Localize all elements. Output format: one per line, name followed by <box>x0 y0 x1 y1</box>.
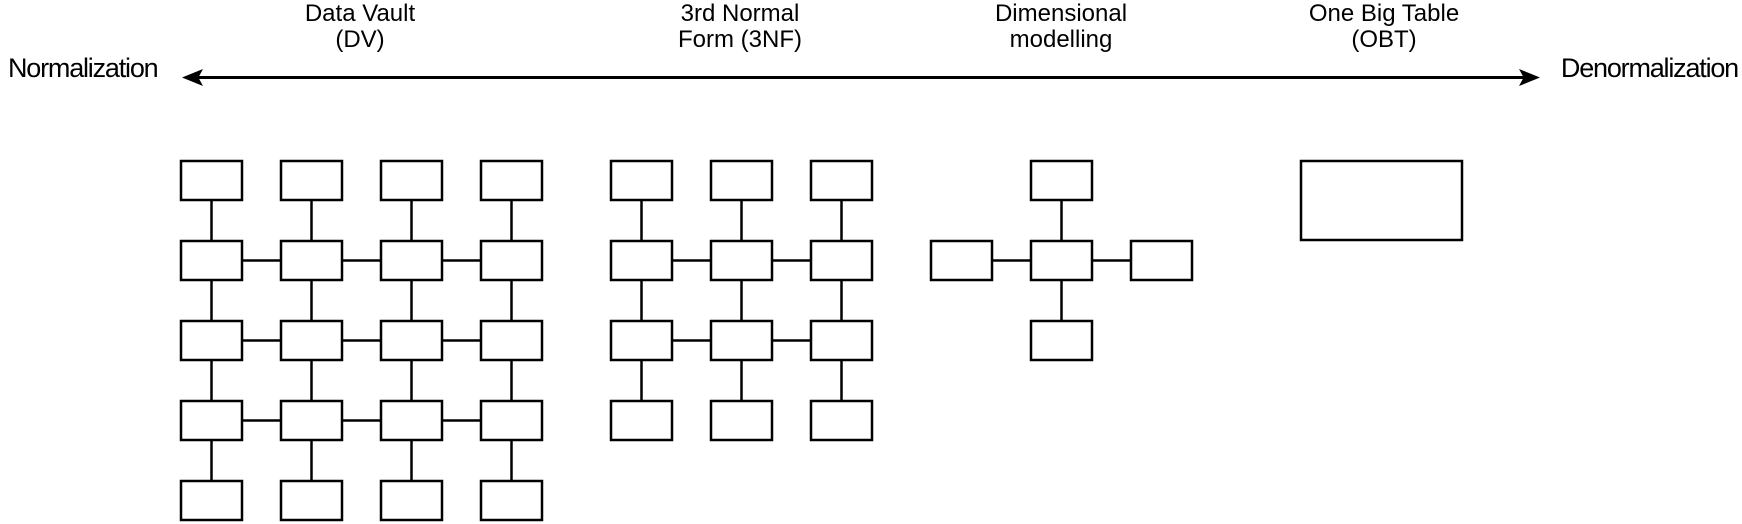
table-box <box>709 319 774 362</box>
table-box <box>379 479 444 522</box>
table-box <box>279 399 344 442</box>
table-box <box>379 399 444 442</box>
label-line: (OBT) <box>1351 26 1417 53</box>
table-box <box>709 159 774 202</box>
table-box <box>809 239 874 282</box>
label-line: modelling <box>1009 26 1113 53</box>
table-box <box>1029 239 1094 282</box>
label-data-vault: Data Vault (DV) <box>305 1 415 53</box>
table-box <box>179 399 244 442</box>
table-box <box>179 239 244 282</box>
table-box <box>809 159 874 202</box>
normalization-label: Normalization <box>8 53 159 83</box>
table-box <box>179 159 244 202</box>
schema-one-big-table <box>1299 159 1464 242</box>
table-box <box>609 319 674 362</box>
table-box <box>809 399 874 442</box>
arrowhead-left-icon <box>182 69 203 86</box>
schema-dimensional-modelling <box>929 159 1194 362</box>
label-line: Data Vault <box>304 0 416 27</box>
table-box <box>279 479 344 522</box>
table-box <box>1129 239 1194 282</box>
table-box <box>179 479 244 522</box>
table-box <box>279 239 344 282</box>
label-line: Dimensional <box>994 0 1128 27</box>
table-box <box>809 319 874 362</box>
label-line: Form (3NF) <box>678 26 802 53</box>
table-box <box>709 399 774 442</box>
table-box <box>479 479 544 522</box>
label-line: 3rd Normal <box>680 0 800 27</box>
label-one-big-table: One Big Table (OBT) <box>1309 1 1459 53</box>
arrowhead-right-icon <box>1519 69 1540 86</box>
schema-third-normal-form <box>609 159 874 442</box>
table-box <box>609 239 674 282</box>
table-box <box>179 319 244 362</box>
table-box <box>1029 159 1094 202</box>
table-box <box>479 319 544 362</box>
table-box <box>479 399 544 442</box>
schema-data-vault <box>179 159 544 522</box>
table-box <box>929 239 994 282</box>
table-box <box>379 319 444 362</box>
table-box <box>279 159 344 202</box>
table-box <box>379 239 444 282</box>
table-box <box>609 159 674 202</box>
label-line: (DV) <box>335 26 385 53</box>
table-box <box>479 159 544 202</box>
label-line: One Big Table <box>1308 0 1460 27</box>
denormalization-label: Denormalization <box>1560 53 1739 83</box>
table-box <box>1299 159 1464 242</box>
spectrum-arrow <box>182 69 1540 86</box>
table-box <box>1029 319 1094 362</box>
table-box <box>379 159 444 202</box>
table-box <box>479 239 544 282</box>
table-box <box>609 399 674 442</box>
label-dimensional-modelling: Dimensional modelling <box>995 1 1127 53</box>
table-box <box>709 239 774 282</box>
label-third-normal-form: 3rd Normal Form (3NF) <box>678 1 802 53</box>
table-box <box>279 319 344 362</box>
